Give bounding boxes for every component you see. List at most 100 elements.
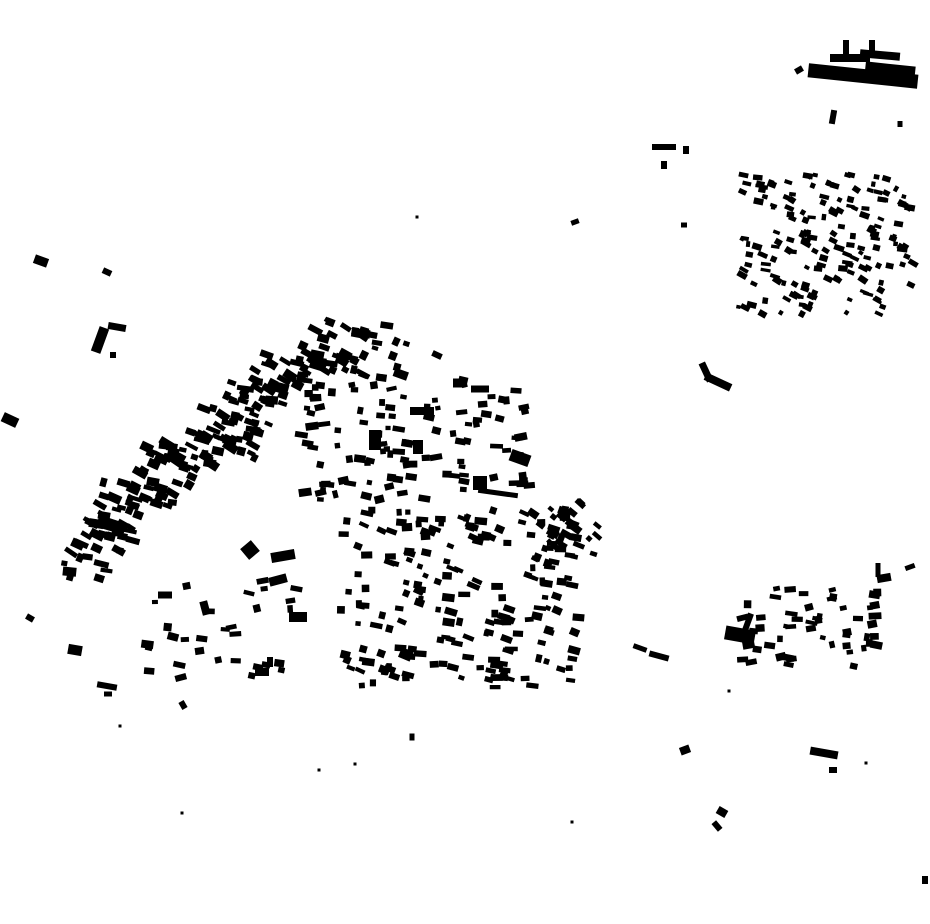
building [346, 664, 356, 672]
building [211, 445, 225, 457]
building [875, 563, 881, 577]
building [360, 491, 373, 501]
building [166, 631, 180, 642]
building [484, 618, 496, 627]
building [164, 486, 180, 500]
building [143, 667, 155, 675]
building [500, 633, 514, 645]
building [290, 378, 305, 392]
building [892, 185, 900, 193]
building [781, 279, 787, 287]
building [111, 544, 126, 557]
building [110, 352, 116, 358]
building [738, 171, 749, 179]
building [803, 264, 811, 271]
building [570, 533, 583, 543]
building [864, 761, 868, 765]
building [349, 355, 360, 366]
building [790, 280, 799, 288]
building [900, 242, 910, 252]
building [877, 197, 889, 203]
building [457, 514, 467, 522]
building [841, 259, 853, 266]
building [502, 604, 516, 614]
building [180, 811, 184, 815]
building [194, 429, 209, 442]
building [178, 700, 188, 710]
building [476, 665, 484, 671]
building [824, 179, 832, 187]
building [506, 676, 515, 683]
building [907, 258, 919, 268]
building [369, 381, 379, 390]
building [353, 541, 363, 551]
building [881, 174, 892, 183]
building [899, 261, 906, 268]
building [416, 516, 429, 523]
building [90, 542, 104, 555]
building [849, 232, 856, 240]
building [317, 420, 331, 428]
building [494, 414, 505, 423]
building [785, 623, 797, 630]
building [420, 533, 431, 541]
building [441, 634, 451, 640]
building [180, 636, 190, 643]
building [161, 453, 173, 463]
building [149, 498, 164, 510]
building [807, 215, 816, 220]
building [414, 585, 427, 594]
building [380, 321, 394, 330]
building [896, 198, 909, 209]
building [354, 666, 366, 675]
building [885, 262, 894, 270]
building [132, 509, 145, 521]
building [566, 507, 578, 518]
building [794, 65, 804, 75]
building [376, 412, 386, 419]
building [453, 565, 464, 574]
building [863, 263, 873, 272]
building [146, 476, 160, 488]
building [846, 649, 854, 655]
building [245, 438, 261, 452]
building [858, 210, 871, 220]
building [897, 121, 903, 127]
building [125, 482, 141, 496]
building [777, 309, 784, 316]
building [81, 553, 94, 561]
building [798, 591, 809, 597]
building [361, 551, 373, 559]
buildings-layer [0, 40, 928, 884]
building [392, 448, 406, 456]
building [266, 377, 279, 390]
building [745, 240, 751, 248]
building [211, 432, 221, 441]
building [530, 564, 536, 572]
building [25, 613, 35, 623]
building [429, 660, 439, 668]
building [106, 491, 123, 505]
building [171, 478, 184, 488]
building [749, 280, 758, 288]
building [285, 597, 296, 605]
building [243, 589, 255, 597]
building [860, 644, 867, 652]
building [852, 615, 864, 622]
building [565, 665, 573, 672]
building [869, 600, 881, 610]
building [422, 572, 429, 579]
building [632, 643, 648, 653]
building [354, 571, 362, 578]
building [487, 394, 496, 400]
building [809, 746, 839, 760]
building [462, 633, 475, 642]
building [893, 220, 904, 228]
building [386, 663, 392, 670]
building [431, 397, 439, 403]
building [98, 491, 110, 501]
building [443, 606, 458, 617]
building [90, 326, 110, 354]
building [353, 368, 364, 376]
building [198, 449, 214, 464]
